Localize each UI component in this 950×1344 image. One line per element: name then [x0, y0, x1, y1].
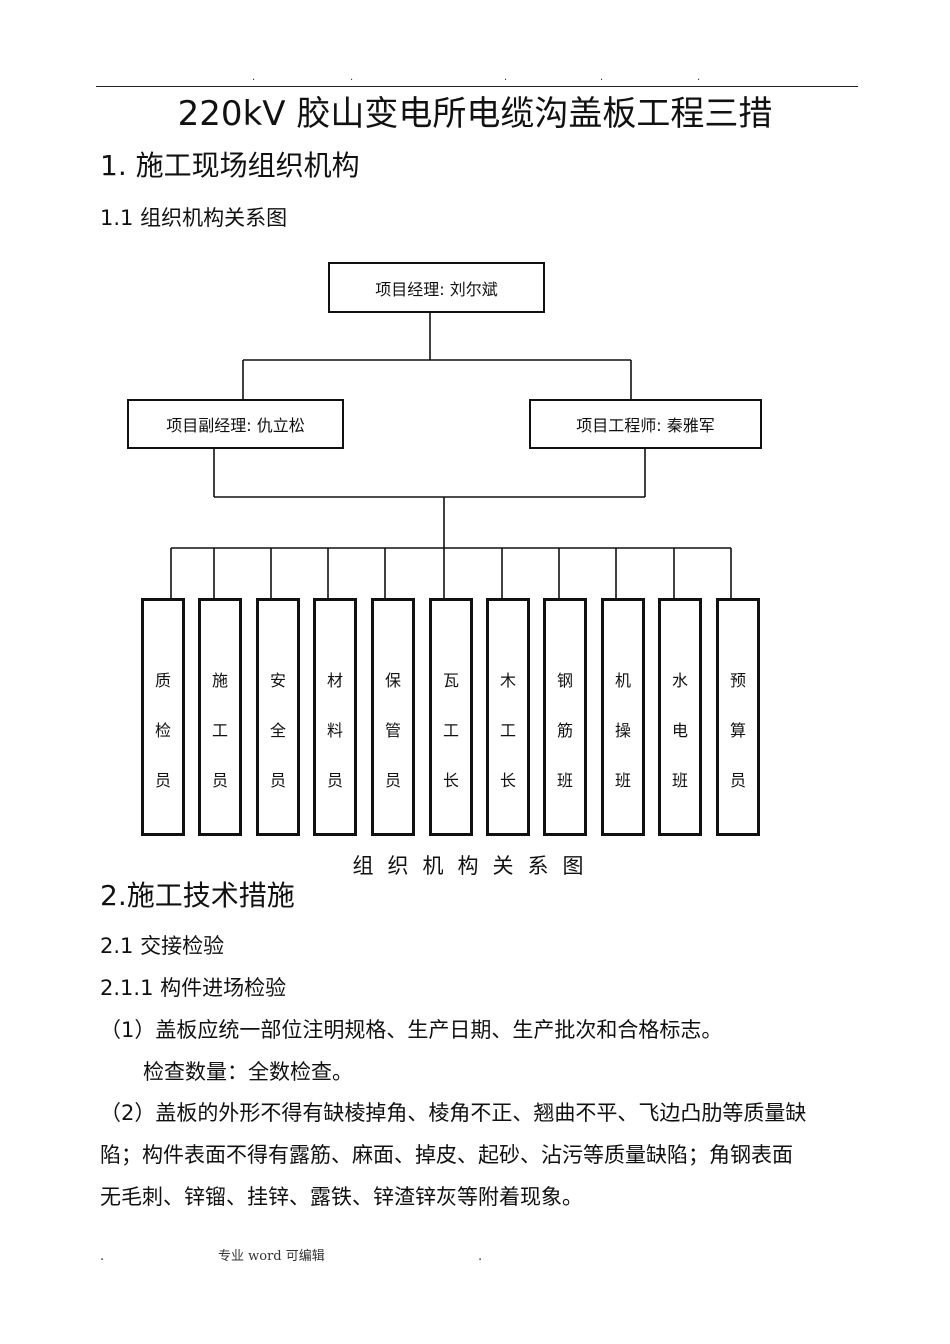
- org-box-materials-officer: 材 料 员: [313, 598, 357, 836]
- staff-char: 预: [729, 671, 746, 690]
- paragraph-item-1: （1）盖板应统一部位注明规格、生产日期、生产批次和合格标志。: [100, 1018, 723, 1042]
- staff-char: 管: [384, 721, 401, 740]
- org-chart-caption: 组织机构关系图: [352, 854, 598, 878]
- staff-char: 机: [614, 671, 631, 690]
- org-box-plumbing-electric-team: 水 电 班: [658, 598, 702, 836]
- footer-dot-left: .: [100, 1249, 105, 1264]
- section-2-1-1-heading: 2.1.1 构件进场检验: [100, 976, 287, 1000]
- staff-char: 瓦: [442, 671, 459, 690]
- section-1-1-heading: 1.1 组织机构关系图: [100, 206, 288, 230]
- footer-text: 专业 word 可编辑: [218, 1249, 325, 1264]
- org-box-project-engineer: 项目工程师: 秦雅军: [529, 399, 762, 449]
- org-box-rebar-team: 钢 筋 班: [543, 598, 587, 836]
- staff-char: 工: [499, 721, 516, 740]
- staff-char: 电: [671, 721, 688, 740]
- staff-char: 料: [326, 721, 343, 740]
- org-box-construction-worker: 施 工 员: [198, 598, 242, 836]
- header-dot: .: [600, 72, 604, 83]
- org-box-carpentry-foreman: 木 工 长: [486, 598, 530, 836]
- staff-char: 水: [671, 671, 688, 690]
- staff-char: 员: [211, 771, 228, 790]
- section-2-heading: 2.施工技术措施: [100, 879, 295, 912]
- staff-char: 员: [326, 771, 343, 790]
- staff-char: 员: [729, 771, 746, 790]
- footer-dot-right: .: [478, 1249, 483, 1264]
- staff-char: 员: [154, 771, 171, 790]
- staff-char: 算: [729, 721, 746, 740]
- staff-char: 全: [269, 721, 286, 740]
- staff-char: 班: [614, 771, 631, 790]
- staff-char: 长: [442, 771, 459, 790]
- staff-char: 安: [269, 671, 286, 690]
- staff-char: 员: [384, 771, 401, 790]
- header-rule: [96, 86, 858, 87]
- header-dot: .: [697, 72, 701, 83]
- staff-char: 钢: [556, 671, 573, 690]
- staff-char: 检: [154, 721, 171, 740]
- paragraph-item-1-note: 检查数量：全数检查。: [143, 1060, 353, 1084]
- staff-char: 员: [269, 771, 286, 790]
- staff-char: 工: [211, 721, 228, 740]
- staff-char: 保: [384, 671, 401, 690]
- staff-char: 木: [499, 671, 516, 690]
- org-box-masonry-foreman: 瓦 工 长: [429, 598, 473, 836]
- org-box-machinery-team: 机 操 班: [601, 598, 645, 836]
- org-box-estimator: 预 算 员: [716, 598, 760, 836]
- staff-char: 筋: [556, 721, 573, 740]
- staff-char: 材: [326, 671, 343, 690]
- org-box-safety-officer: 安 全 员: [256, 598, 300, 836]
- header-dot: .: [252, 72, 256, 83]
- staff-char: 施: [211, 671, 228, 690]
- paragraph-item-2-line-1: （2）盖板的外形不得有缺棱掉角、棱角不正、翘曲不平、飞边凸肋等质量缺: [100, 1101, 807, 1125]
- staff-char: 班: [556, 771, 573, 790]
- org-box-project-manager: 项目经理: 刘尔斌: [328, 262, 545, 313]
- staff-char: 班: [671, 771, 688, 790]
- section-2-1-heading: 2.1 交接检验: [100, 934, 225, 958]
- staff-char: 工: [442, 721, 459, 740]
- document-title: 220kV 胶山变电所电缆沟盖板工程三措: [177, 94, 773, 134]
- section-1-heading: 1. 施工现场组织机构: [100, 149, 360, 182]
- paragraph-item-2-line-3: 无毛刺、锌镏、挂锌、露铁、锌渣锌灰等附着现象。: [100, 1185, 583, 1209]
- staff-char: 操: [614, 721, 631, 740]
- header-dot: .: [504, 72, 508, 83]
- org-box-deputy-manager: 项目副经理: 仇立松: [127, 399, 344, 449]
- org-box-storekeeper: 保 管 员: [371, 598, 415, 836]
- staff-char: 质: [154, 671, 171, 690]
- staff-char: 长: [499, 771, 516, 790]
- org-box-quality-inspector: 质 检 员: [141, 598, 185, 836]
- header-dot: .: [350, 72, 354, 83]
- paragraph-item-2-line-2: 陷；构件表面不得有露筋、麻面、掉皮、起砂、沾污等质量缺陷；角钢表面: [100, 1143, 793, 1167]
